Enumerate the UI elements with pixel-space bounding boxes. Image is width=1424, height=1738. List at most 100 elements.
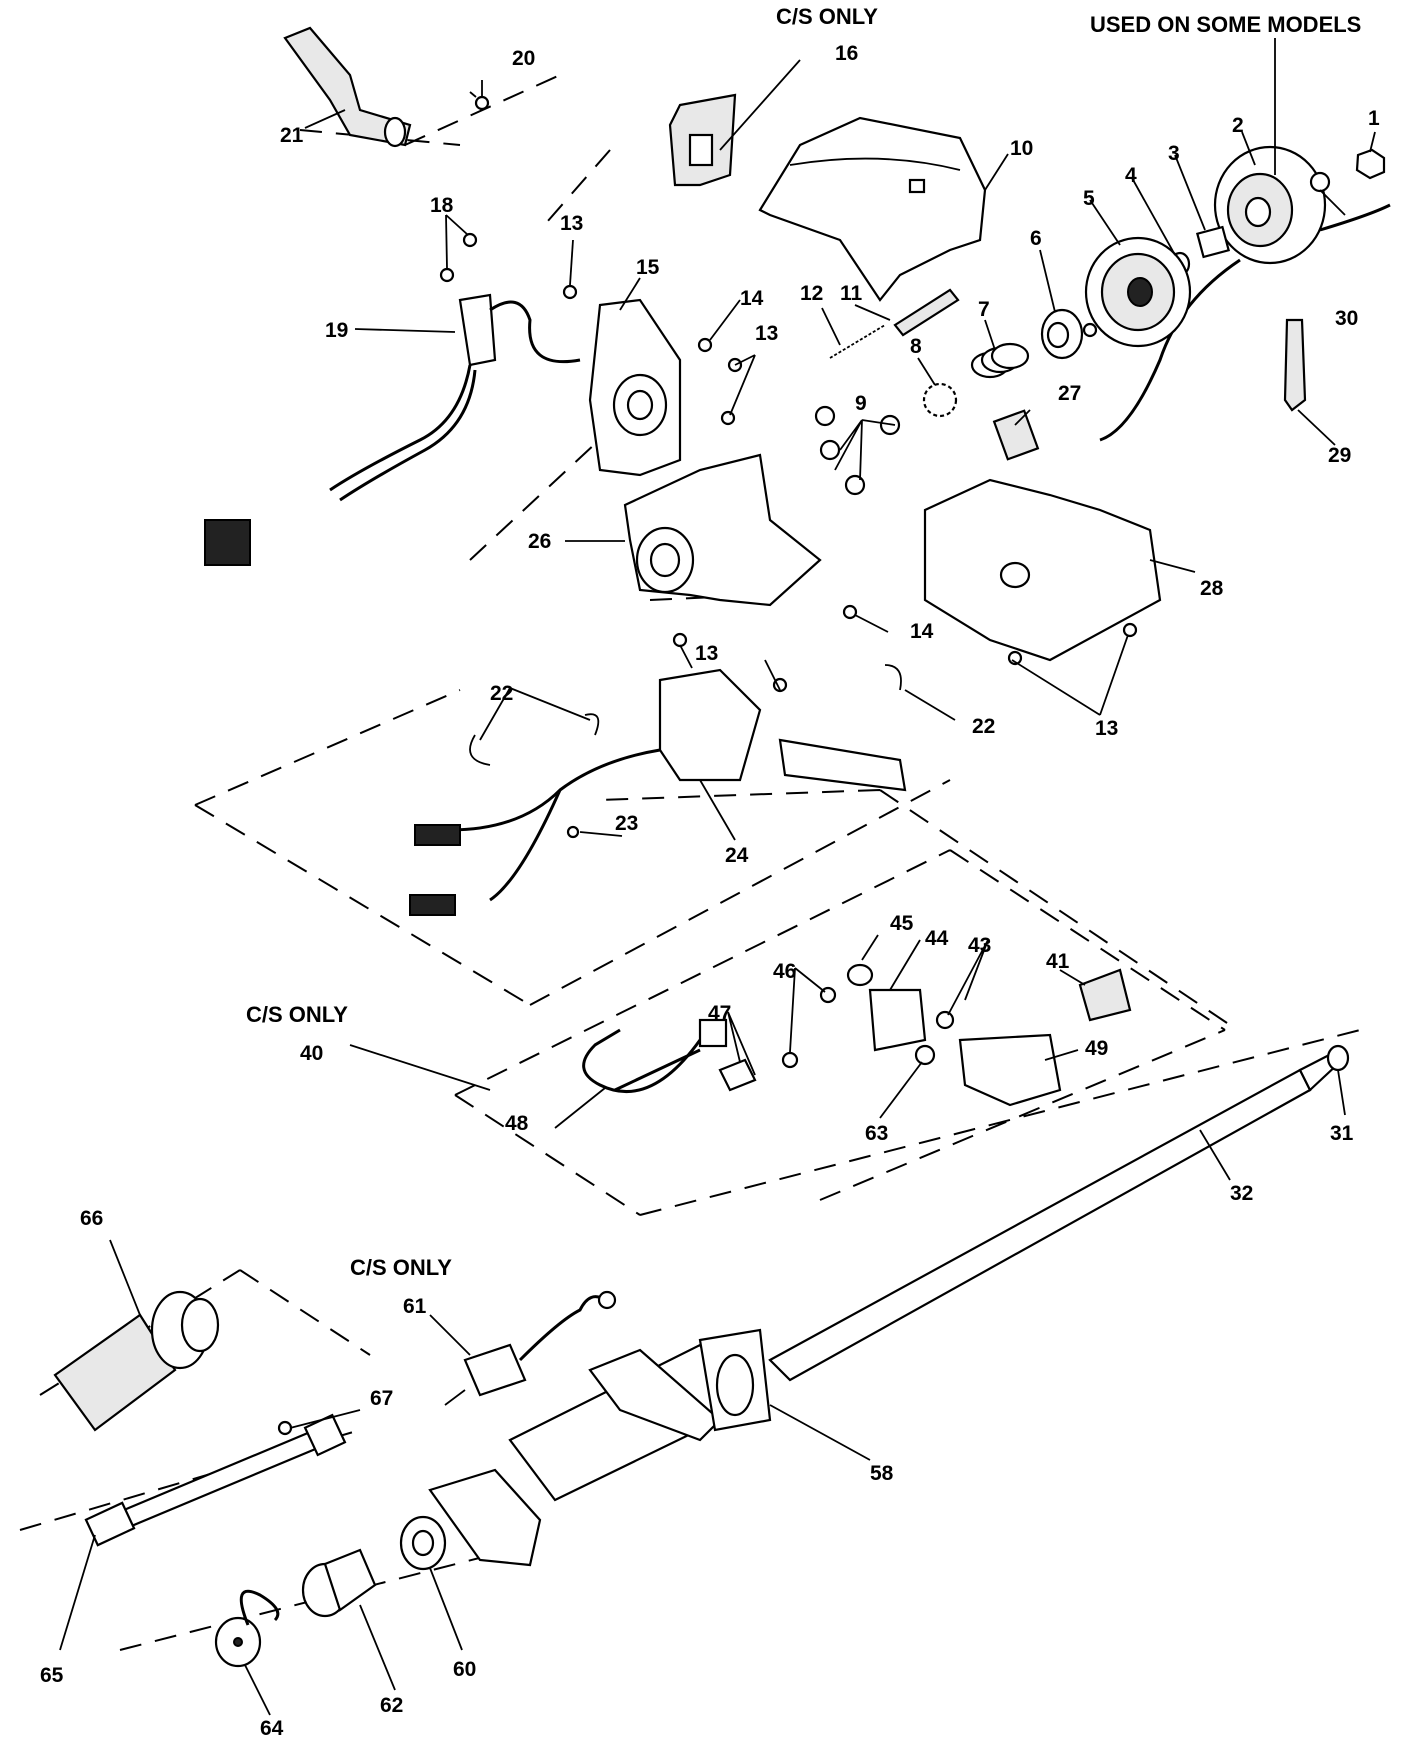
callout-16: 16 (835, 42, 858, 65)
callout-64: 64 (260, 1717, 284, 1738)
callout-46: 46 (773, 960, 796, 983)
lock-housing-26 (623, 453, 822, 607)
column-jacket-58 (508, 1328, 772, 1502)
callout-22-left: 22 (490, 682, 513, 705)
mounting-bracket (428, 1468, 542, 1567)
callout-48: 48 (505, 1112, 529, 1135)
header-used-on-some-models: USED ON SOME MODELS (1090, 12, 1361, 37)
screw-13f (672, 632, 688, 648)
switch-19 (204, 293, 581, 566)
clip-22a (469, 734, 491, 766)
callout-66: 66 (80, 1207, 103, 1230)
callout-65: 65 (40, 1664, 64, 1687)
callout-13-mid: 13 (695, 642, 718, 665)
callout-5: 5 (1083, 187, 1095, 210)
lock-cable-48 (582, 1018, 728, 1094)
callout-22-right: 22 (972, 715, 995, 738)
outline-switch-group (194, 689, 1231, 1026)
callout-9: 9 (855, 392, 867, 415)
callout-12: 12 (800, 282, 823, 305)
intermediate-shaft-65 (84, 1413, 347, 1547)
lower-shroud-28 (923, 478, 1162, 662)
callout-10: 10 (1010, 137, 1033, 160)
clip-22b (584, 713, 600, 736)
clip-30 (1309, 171, 1331, 193)
retainer-3 (1195, 225, 1231, 259)
callout-63: 63 (865, 1122, 888, 1145)
callout-26: 26 (528, 530, 551, 553)
callout-11: 11 (840, 282, 863, 305)
actuator-41 (1078, 968, 1132, 1022)
callout-30: 30 (1335, 307, 1358, 330)
callout-23: 23 (615, 812, 638, 835)
ring-31 (1326, 1044, 1350, 1072)
screw-14b (842, 604, 858, 620)
callout-47: 47 (708, 1002, 731, 1025)
callout-43: 43 (968, 934, 991, 957)
callout-13-right: 13 (755, 322, 778, 345)
callout-45: 45 (890, 912, 914, 935)
key-29 (1283, 318, 1307, 412)
callout-41: 41 (1046, 950, 1070, 973)
callout-62: 62 (380, 1694, 403, 1717)
callout-6: 6 (1030, 227, 1042, 250)
callout-1: 1 (1368, 107, 1380, 130)
screw-18a (439, 267, 455, 283)
callout-3: 3 (1168, 142, 1180, 165)
callout-4: 4 (1125, 164, 1137, 187)
housing-15 (588, 298, 682, 477)
callout-13-shroud: 13 (1095, 717, 1118, 740)
callout-labels: 16 1 2 3 4 5 10 6 30 7 8 9 11 12 14 13 1… (40, 42, 1380, 1738)
callout-58: 58 (870, 1462, 894, 1485)
header-cs-only-top: C/S ONLY (776, 4, 878, 29)
callout-60: 60 (453, 1658, 476, 1681)
spring-7 (970, 342, 1030, 379)
callout-18: 18 (430, 194, 454, 217)
callout-19: 19 (325, 319, 348, 342)
boot-66 (53, 1290, 220, 1432)
bolt-46b (781, 1051, 799, 1069)
rack-49 (958, 1033, 1062, 1107)
callout-7: 7 (978, 298, 990, 321)
pin-67 (277, 1420, 293, 1436)
screw-13e (1122, 622, 1138, 638)
callout-15: 15 (636, 256, 660, 279)
callout-44: 44 (925, 927, 949, 950)
bearing-60 (399, 1515, 447, 1571)
leader-lines (59, 38, 1376, 1716)
screw-20 (469, 91, 490, 111)
callout-8: 8 (910, 335, 922, 358)
pin-11 (893, 288, 960, 337)
retainer-27 (992, 409, 1040, 461)
lock-plate-5 (1084, 236, 1192, 348)
screw-13a (562, 284, 578, 300)
callout-2: 2 (1232, 114, 1244, 137)
spacer-63 (914, 1044, 936, 1066)
turn-signal-lever (283, 26, 412, 148)
callout-31: 31 (1330, 1122, 1354, 1145)
screw-13c (720, 410, 736, 426)
callout-14-top: 14 (740, 287, 764, 310)
bolt-43 (935, 1010, 955, 1030)
cam-6 (1040, 308, 1098, 360)
adapter-62 (301, 1548, 377, 1618)
screw-23 (566, 825, 580, 839)
shroud-cap-16 (668, 93, 737, 187)
callout-32: 32 (1230, 1182, 1253, 1205)
cover-64 (214, 1589, 280, 1668)
upper-shroud-10 (758, 116, 987, 302)
screw-18b (462, 232, 478, 248)
callout-20: 20 (512, 47, 535, 70)
callout-49: 49 (1085, 1037, 1108, 1060)
ignition-switch-24 (409, 668, 907, 916)
screw-14a (697, 337, 713, 353)
callout-13-top: 13 (560, 212, 583, 235)
spring-12 (829, 324, 886, 359)
callout-28: 28 (1200, 577, 1224, 600)
header-cs-only-mid: C/S ONLY (246, 1002, 348, 1027)
gear-8 (922, 382, 958, 418)
callout-40: 40 (300, 1042, 323, 1065)
callout-24: 24 (725, 844, 749, 867)
callout-14-bottom: 14 (910, 620, 934, 643)
bolts-9 (814, 405, 901, 496)
